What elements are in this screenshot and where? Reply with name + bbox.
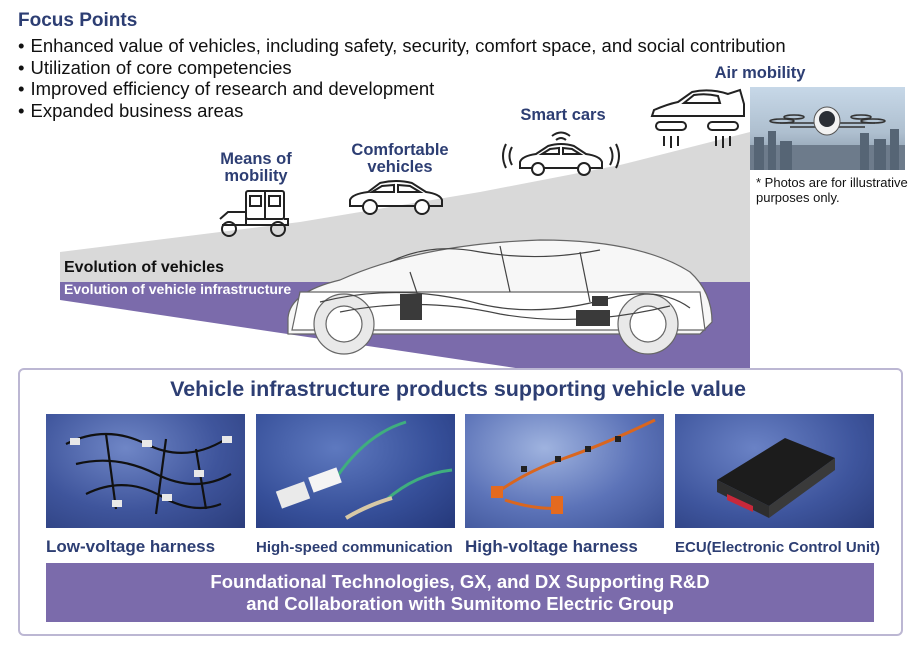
infrastructure-evolution-label: Evolution of vehicle infrastructure [64,281,292,297]
stage-label-line: Means of [220,150,292,168]
stage-label-air-mobility: Air mobility [700,65,820,82]
vehicle-chassis-sketch-icon [287,239,713,355]
stage-label-means-of-mobility: Means of mobility [208,151,304,185]
low-voltage-harness-photo [46,414,245,528]
product-label-high-speed-communication: High-speed communication [256,539,453,556]
drone-illustration-icon [750,106,905,170]
high-speed-communication-photo [256,414,455,528]
stage-label-line: mobility [224,167,288,185]
foundation-line: and Collaboration with Sumitomo Electric… [246,593,674,614]
ecu-photo [675,414,874,528]
connected-car-icon [502,131,620,176]
focus-points-title: Focus Points [18,10,138,31]
air-mobility-photo [750,87,905,170]
stage-label-comfortable-vehicles: Comfortable vehicles [336,142,464,176]
focus-point-item: Utilization of core competencies [18,57,786,79]
sedan-icon [349,180,443,215]
stage-label-line: Smart cars [520,106,606,124]
communication-cable-icon [275,420,453,520]
product-label-low-voltage-harness: Low-voltage harness [46,537,216,556]
product-label-ecu: ECU(Electronic Control Unit) [675,539,880,556]
product-label-high-voltage-harness: High-voltage harness [465,537,638,556]
foundation-banner: Foundational Technologies, GX, and DX Su… [46,563,874,622]
vintage-car-icon [219,190,289,237]
stage-label-line: Comfortable [351,141,449,159]
focus-point-item: Enhanced value of vehicles, including sa… [18,35,785,57]
focus-point-item: Improved efficiency of research and deve… [18,78,786,100]
focus-points-list: Enhanced value of vehicles, including sa… [18,35,786,122]
flying-car-icon [650,88,745,148]
vehicles-evolution-label: Evolution of vehicles [64,259,225,276]
foundation-line: Foundational Technologies, GX, and DX Su… [210,571,710,592]
high-voltage-cable-icon [491,418,656,514]
wire-harness-icon [65,432,232,515]
photo-disclaimer: * Photos are for illustrative purposes o… [756,175,908,205]
stage-label-smart-cars: Smart cars [506,107,620,124]
ecu-box-icon [717,438,835,518]
focus-point-item: Expanded business areas [18,100,786,122]
stage-label-line: vehicles [367,158,433,176]
high-voltage-harness-photo [465,414,664,528]
stage-label-line: Air mobility [714,64,806,82]
products-panel-title: Vehicle infrastructure products supporti… [170,377,746,401]
